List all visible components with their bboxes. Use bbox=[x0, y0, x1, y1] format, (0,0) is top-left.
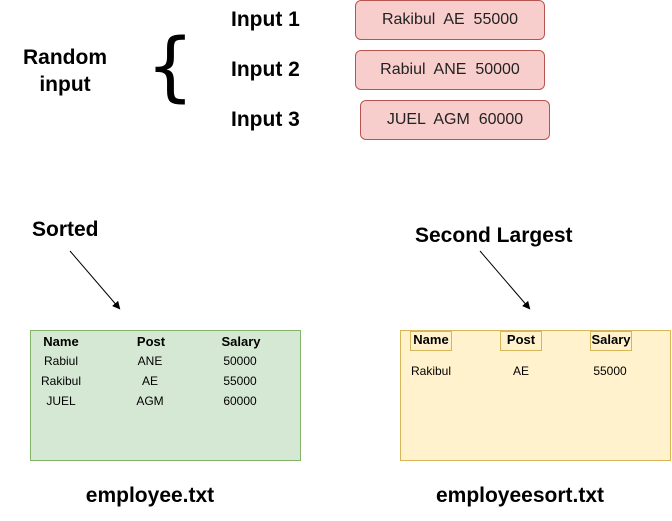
sorted-header-name: Name bbox=[43, 334, 79, 349]
sorted-arrow-icon bbox=[69, 250, 121, 310]
second-largest-header-salary: Salary bbox=[590, 331, 632, 351]
second-largest-title: Second Largest bbox=[415, 224, 573, 247]
sorted-header-salary: Salary bbox=[221, 334, 261, 349]
table-row-1-name: Rakibul bbox=[410, 364, 452, 378]
input-2-label: Input 2 bbox=[231, 58, 300, 81]
second-largest-arrow-icon bbox=[479, 250, 531, 310]
sorted-header-post: Post bbox=[136, 334, 166, 349]
table-row-2-name: Rakibul bbox=[40, 374, 82, 388]
input-1-box: Rakibul AE 55000 bbox=[355, 0, 545, 40]
curly-brace-icon: { bbox=[146, 21, 195, 110]
input-3-label: Input 3 bbox=[231, 108, 300, 131]
input-1-label: Input 1 bbox=[231, 8, 300, 31]
table-row-3-salary: 60000 bbox=[223, 394, 257, 408]
second-largest-header-post: Post bbox=[500, 331, 542, 351]
second-largest-header-name: Name bbox=[410, 331, 452, 351]
employeesort-filename: employeesort.txt bbox=[435, 484, 605, 507]
table-row-2-salary: 55000 bbox=[223, 374, 257, 388]
second-largest-panel: Name Post Salary Rakibul AE 55000 bbox=[400, 330, 671, 461]
table-row-3-post: AGM bbox=[136, 394, 164, 408]
input-2-box: Rabiul ANE 50000 bbox=[355, 50, 545, 90]
table-row-1-post: ANE bbox=[137, 354, 163, 368]
table-row-1-salary: 50000 bbox=[223, 354, 257, 368]
table-row-1-salary: 55000 bbox=[593, 364, 627, 378]
table-row-1-post: AE bbox=[512, 364, 529, 378]
table-row-3-name: JUEL bbox=[46, 394, 76, 408]
sorted-title: Sorted bbox=[32, 218, 99, 241]
employee-filename: employee.txt bbox=[85, 484, 215, 507]
input-3-box: JUEL AGM 60000 bbox=[360, 100, 550, 140]
table-row-1-name: Rabiul bbox=[43, 354, 79, 368]
table-row-2-post: AE bbox=[141, 374, 158, 388]
sorted-panel: Name Post Salary Rabiul ANE 50000 Rakibu… bbox=[30, 330, 301, 461]
